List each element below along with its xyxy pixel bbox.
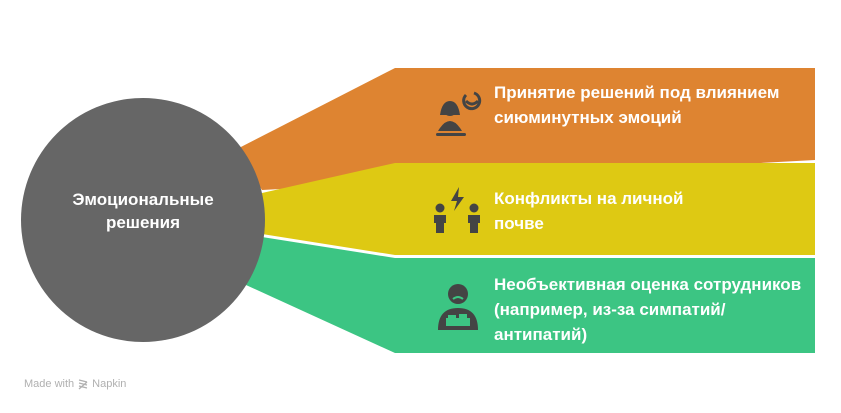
people-conflict-icon xyxy=(434,187,480,233)
footer-credit: Made with Napkin xyxy=(24,378,126,390)
band-green xyxy=(235,237,815,353)
woman-mood-swing-icon xyxy=(436,91,482,136)
item-biased-evaluation: Необъективная оценка сотрудников (наприм… xyxy=(494,275,802,344)
item-emotional-decisions: Принятие решений под влиянием сиюминутны… xyxy=(494,83,780,127)
band-orange xyxy=(235,68,815,190)
center-circle xyxy=(21,98,265,342)
item-personal-conflicts: Конфликты на личной почве xyxy=(494,189,684,233)
footer-brand: Napkin xyxy=(92,378,127,390)
biased-evaluator-icon xyxy=(438,284,478,330)
center-label: Эмоциональные решения xyxy=(43,188,243,234)
center-label-line2: решения xyxy=(105,213,181,232)
band-yellow xyxy=(262,163,815,255)
center-label-line1: Эмоциональные xyxy=(72,190,214,209)
napkin-logo-icon xyxy=(78,378,88,389)
footer-made-with: Made with xyxy=(24,378,75,390)
